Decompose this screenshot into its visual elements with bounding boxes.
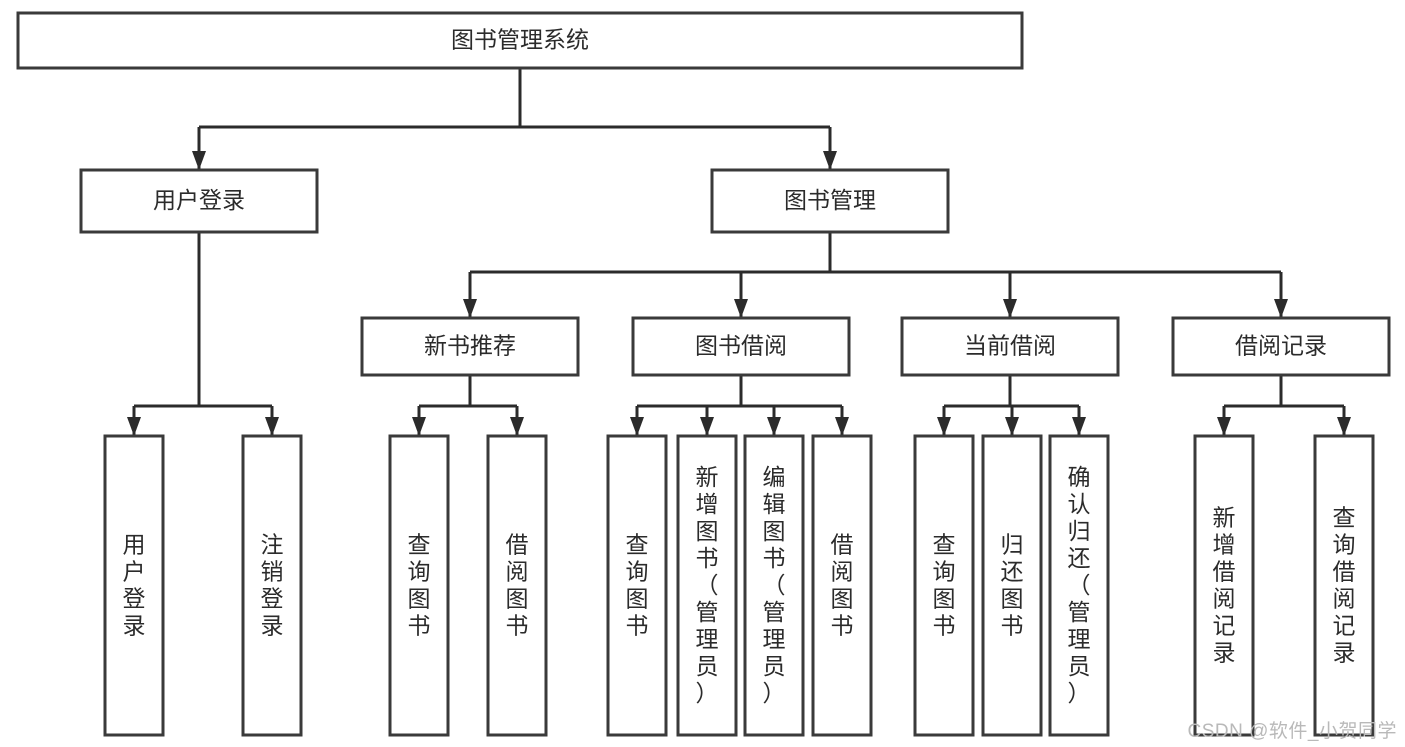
node-current-borrow-label: 当前借阅	[964, 333, 1056, 359]
node-leaf-query-book-2-label: 查询图书	[626, 532, 649, 639]
edge-arrowhead-icon	[127, 417, 141, 436]
node-leaf-query-book-3[interactable]: 查询图书	[913, 434, 975, 737]
watermark-text: CSDN @软件_小贺同学	[1187, 721, 1397, 742]
node-new-book-recommend[interactable]: 新书推荐	[360, 316, 580, 377]
node-leaf-query-book-1[interactable]: 查询图书	[388, 434, 450, 737]
edge-arrowhead-icon	[1005, 417, 1019, 436]
edge-arrowhead-icon	[192, 151, 206, 170]
node-leaf-query-book-1-label: 查询图书	[408, 532, 431, 639]
edge-arrowhead-icon	[265, 417, 279, 436]
node-leaf-user-login[interactable]: 用户登录	[103, 434, 165, 737]
node-leaf-add-record-box	[1193, 434, 1255, 737]
node-leaf-user-login-label: 用户登录	[123, 532, 146, 639]
node-root-book-management-system-box	[16, 11, 1024, 70]
node-leaf-user-logout-box	[241, 434, 303, 737]
node-leaf-query-record-label: 查询借阅记录	[1333, 505, 1356, 666]
edge-arrowhead-icon	[1274, 299, 1288, 318]
node-leaf-borrow-book-1-label: 借阅图书	[506, 532, 529, 639]
edge-arrowhead-icon	[1217, 417, 1231, 436]
edge-arrowhead-icon	[823, 151, 837, 170]
node-leaf-query-book-1-box	[388, 434, 450, 737]
node-current-borrow-box	[900, 316, 1120, 377]
node-leaf-query-book-3-label: 查询图书	[933, 532, 956, 639]
edge-arrowhead-icon	[1337, 417, 1351, 436]
edge-arrowhead-icon	[630, 417, 644, 436]
node-leaf-borrow-book-1-box	[486, 434, 548, 737]
node-new-book-recommend-box	[360, 316, 580, 377]
node-user-login-label: 用户登录	[153, 187, 245, 213]
edge-arrowhead-icon	[734, 299, 748, 318]
node-leaf-query-book-2[interactable]: 查询图书	[606, 434, 668, 737]
node-leaf-query-book-2-box	[606, 434, 668, 737]
node-book-manage-box	[710, 168, 950, 234]
node-leaf-return-book[interactable]: 归还图书	[981, 434, 1043, 737]
node-leaf-borrow-book-2[interactable]: 借阅图书	[811, 434, 873, 737]
edge-arrowhead-icon	[463, 299, 477, 318]
node-borrow-record-box	[1171, 316, 1391, 377]
node-user-login-box	[79, 168, 319, 234]
node-leaf-edit-book-box	[743, 434, 805, 737]
node-root-book-management-system-label: 图书管理系统	[451, 27, 589, 53]
node-book-borrow-label: 图书借阅	[695, 333, 787, 359]
edge-arrowhead-icon	[937, 417, 951, 436]
node-leaf-return-book-box	[981, 434, 1043, 737]
edge-arrowhead-icon	[412, 417, 426, 436]
node-leaf-borrow-book-2-label: 借阅图书	[831, 532, 854, 639]
edge-arrowhead-icon	[510, 417, 524, 436]
node-leaf-confirm-return[interactable]: 确认归还（管理员）	[1048, 434, 1110, 737]
node-leaf-borrow-book-1[interactable]: 借阅图书	[486, 434, 548, 737]
edge-arrowhead-icon	[1003, 299, 1017, 318]
node-leaf-add-book-box	[676, 434, 738, 737]
node-current-borrow[interactable]: 当前借阅	[900, 316, 1120, 377]
edge-arrowhead-icon	[835, 417, 849, 436]
node-root-book-management-system[interactable]: 图书管理系统	[16, 11, 1024, 70]
node-new-book-recommend-label: 新书推荐	[424, 333, 516, 359]
nodes-layer: 图书管理系统用户登录图书管理新书推荐图书借阅当前借阅借阅记录用户登录注销登录查询…	[16, 11, 1391, 737]
node-user-login[interactable]: 用户登录	[79, 168, 319, 234]
node-leaf-query-book-3-box	[913, 434, 975, 737]
node-leaf-add-record-label: 新增借阅记录	[1213, 505, 1236, 666]
node-leaf-confirm-return-label: 确认归还（管理员）	[1068, 464, 1091, 706]
node-borrow-record-label: 借阅记录	[1235, 333, 1327, 359]
edge-arrowhead-icon	[700, 417, 714, 436]
node-leaf-edit-book-label: 编辑图书（管理员）	[763, 464, 786, 706]
node-leaf-query-record[interactable]: 查询借阅记录	[1313, 434, 1375, 737]
node-book-borrow[interactable]: 图书借阅	[631, 316, 851, 377]
node-book-borrow-box	[631, 316, 851, 377]
node-leaf-return-book-label: 归还图书	[1001, 532, 1024, 639]
node-leaf-borrow-book-2-box	[811, 434, 873, 737]
node-book-manage-label: 图书管理	[784, 187, 876, 213]
node-leaf-confirm-return-box	[1048, 434, 1110, 737]
node-leaf-add-book[interactable]: 新增图书（管理员）	[676, 434, 738, 737]
node-leaf-add-book-label: 新增图书（管理员）	[696, 464, 719, 706]
node-leaf-edit-book[interactable]: 编辑图书（管理员）	[743, 434, 805, 737]
node-leaf-user-logout[interactable]: 注销登录	[241, 434, 303, 737]
edge-arrowhead-icon	[1072, 417, 1086, 436]
edges-layer	[127, 68, 1351, 436]
node-leaf-user-login-box	[103, 434, 165, 737]
node-leaf-user-logout-label: 注销登录	[261, 532, 284, 639]
node-leaf-add-record[interactable]: 新增借阅记录	[1193, 434, 1255, 737]
node-book-manage[interactable]: 图书管理	[710, 168, 950, 234]
edge-arrowhead-icon	[767, 417, 781, 436]
node-leaf-query-record-box	[1313, 434, 1375, 737]
node-borrow-record[interactable]: 借阅记录	[1171, 316, 1391, 377]
